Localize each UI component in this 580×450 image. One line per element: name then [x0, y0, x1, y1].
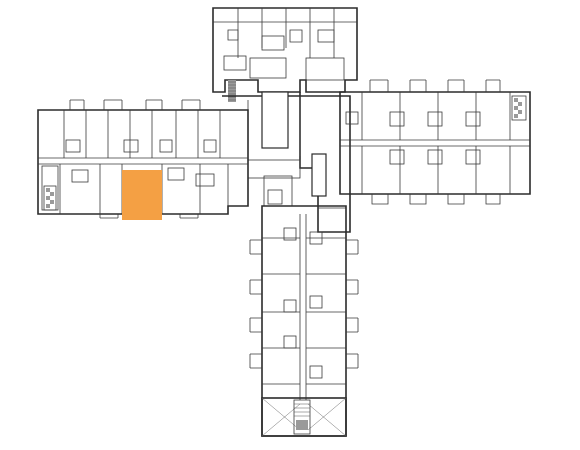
south-stair	[261, 397, 347, 437]
south-wing	[249, 205, 359, 437]
west-stair	[43, 185, 57, 211]
east-wing	[339, 79, 531, 205]
west-wing	[37, 99, 249, 220]
central-core	[222, 91, 351, 233]
north-wing	[212, 7, 358, 102]
selected-apartment[interactable]	[122, 170, 162, 220]
east-stair	[511, 95, 527, 121]
